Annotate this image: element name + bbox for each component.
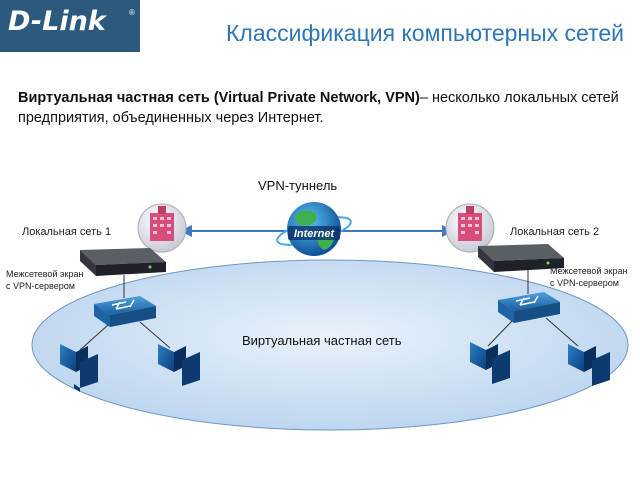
lan2-label: Локальная сеть 2 bbox=[510, 226, 600, 238]
firewall1-icon bbox=[80, 248, 166, 276]
vpn-network-label: Виртуальная частная сеть bbox=[242, 333, 402, 348]
lan2-pc2-icon bbox=[568, 344, 610, 386]
internet-label: Internet bbox=[294, 228, 336, 240]
lan2-pc1-icon bbox=[470, 342, 510, 384]
vpn-network-ellipse bbox=[31, 259, 629, 431]
firewall1-label-line1: Межсетевой экран bbox=[6, 269, 84, 279]
firewall2-label-line1: Межсетевой экран bbox=[550, 266, 628, 276]
internet-globe-icon: Internet bbox=[276, 202, 352, 256]
firewall2-label-line2: с VPN-сервером bbox=[550, 278, 619, 288]
firewall1-label: Межсетевой экран с VPN-сервером bbox=[6, 268, 83, 292]
lan1-pc1-icon bbox=[60, 344, 98, 392]
dlink-logo: D-Link ® bbox=[0, 0, 140, 52]
lan1-pc2-icon bbox=[158, 344, 200, 386]
firewall2-icon bbox=[478, 244, 564, 272]
description-text: – несколько локальных сетей предприятия,… bbox=[18, 90, 619, 126]
switch2-icon bbox=[498, 292, 560, 323]
vpn-description: Виртуальная частная сеть (Virtual Privat… bbox=[18, 88, 628, 128]
logo-registered-mark: ® bbox=[129, 8, 135, 17]
vpn-tunnel-label: VPN-туннель bbox=[258, 178, 338, 193]
lan1-label: Локальная сеть 1 bbox=[22, 226, 112, 238]
logo-text: D-Link bbox=[8, 6, 106, 37]
switch1-icon bbox=[94, 296, 156, 327]
description-term: Виртуальная частная сеть (Virtual Privat… bbox=[18, 90, 420, 106]
lan2-building-icon bbox=[445, 203, 495, 253]
firewall1-label-line2: с VPN-сервером bbox=[6, 281, 75, 291]
slide-title: Классификация компьютерных сетей bbox=[226, 20, 624, 46]
firewall2-label: Межсетевой экран с VPN-сервером bbox=[550, 265, 627, 289]
lan1-building-icon bbox=[137, 203, 187, 253]
